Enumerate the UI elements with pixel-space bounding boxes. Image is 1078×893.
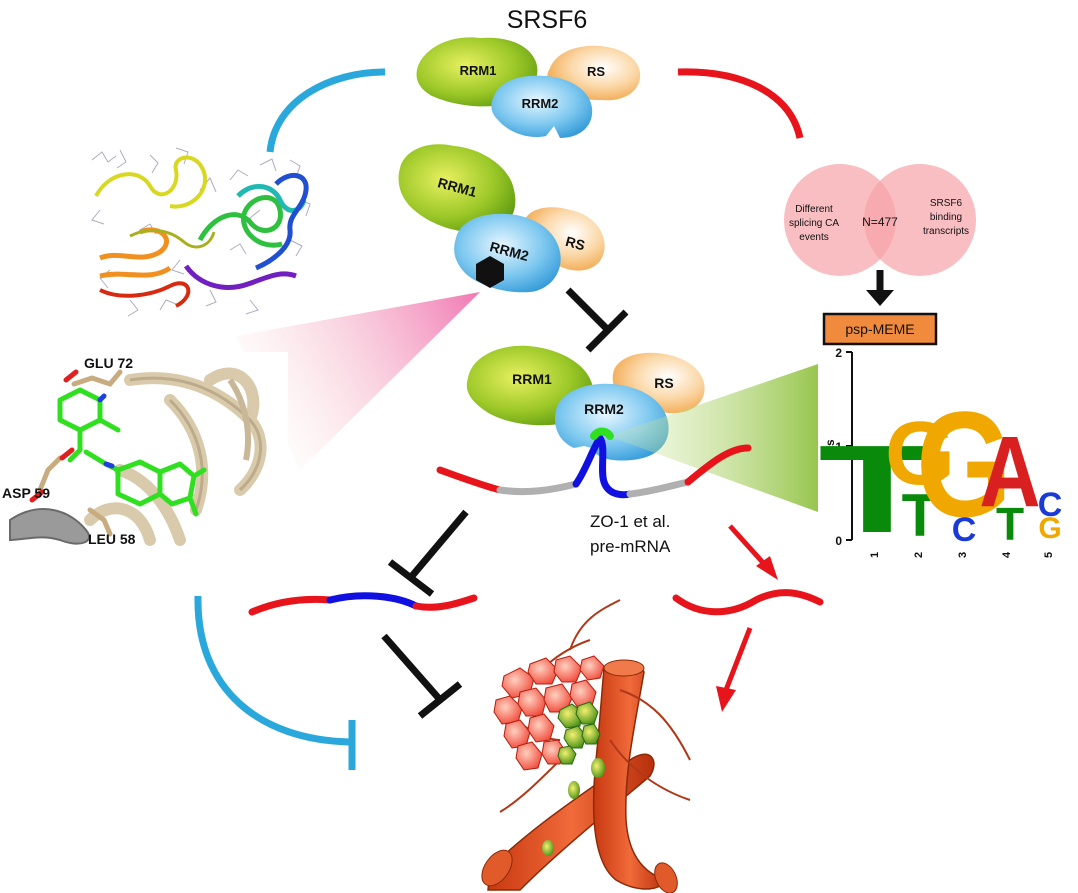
isoform-inclusion	[248, 592, 478, 616]
rs-label-bound: RS	[654, 375, 673, 391]
logo-pos-5: 5	[1043, 552, 1055, 558]
logo-ylabel: bits	[823, 439, 837, 461]
pink-zoom-wedge	[236, 292, 480, 470]
residue-label-glu72: GLU 72	[84, 355, 133, 371]
venn-left-circle	[784, 164, 896, 276]
green-cell-cluster	[557, 701, 601, 765]
psp-meme-box: psp-MEME	[822, 312, 938, 346]
rrm2-domain-top	[491, 75, 593, 138]
venn-left-line1: Different	[795, 204, 833, 215]
logo-letter-a4: A	[979, 415, 1040, 527]
green-zoom-wedge	[608, 364, 818, 512]
pre-mrna-exon-right	[684, 444, 752, 486]
logo-letter-t4: T	[996, 498, 1024, 550]
venn-left-line3: events	[799, 232, 828, 243]
blue-arc-top-left	[266, 68, 386, 153]
logo-letter-c3: C	[952, 511, 977, 549]
rrm2-label-bound: RRM2	[584, 401, 624, 417]
rrm1-label-bound: RRM1	[512, 371, 552, 387]
venn-right-line3: transcripts	[923, 226, 969, 237]
ribbon-olive	[129, 228, 216, 249]
logo-letter-c5: C	[1038, 486, 1063, 524]
ribbon-purple	[183, 264, 297, 290]
logo-letter-g2: G	[885, 404, 955, 504]
venn-right-line1: SRSF6	[930, 198, 963, 209]
red-arc-top-right	[677, 68, 804, 139]
green-cell-small-2	[568, 781, 580, 799]
logo-letter-g3: G	[916, 381, 1012, 548]
grey-ribbon	[9, 508, 90, 545]
residue-label-asp59: ASP 59	[2, 485, 50, 501]
inhibition-arrow-protein	[565, 287, 629, 353]
ribbon-blue	[254, 173, 309, 271]
inhibition-arrow-drug	[194, 595, 356, 770]
green-cell-small-3	[542, 840, 554, 856]
protein-ribbon-structure	[91, 147, 311, 317]
inhibition-arrow-tumor	[381, 633, 463, 719]
psp-meme-label: psp-MEME	[845, 321, 914, 337]
pre-mrna-strand	[436, 427, 752, 499]
inhibition-arrow-splicing	[387, 509, 469, 597]
logo-letter-t2: T	[902, 482, 939, 549]
ribbon-orange	[99, 227, 172, 279]
venn-to-meme-arrow	[866, 270, 894, 306]
sequence-logo: 2 1 0 bits T G T G C A T C G 1 2 3 4 5	[818, 346, 1062, 559]
diagram-title: SRSF6	[507, 6, 588, 34]
logo-ytick-2: 2	[835, 346, 842, 360]
logo-ytick-0: 0	[835, 534, 842, 548]
premrna-label-line1: ZO-1 et al.	[590, 512, 670, 531]
residue-label-leu58: LEU 58	[88, 531, 136, 547]
logo-pos-3: 3	[957, 552, 969, 558]
rs-label-top: RS	[587, 64, 605, 79]
pre-mrna-intron-right	[626, 478, 692, 498]
venn-diagram: Different splicing CA events N=477 SRSF6…	[784, 164, 976, 276]
activation-arrow-splicing	[728, 524, 778, 580]
venn-right-line2: binding	[930, 212, 962, 223]
venn-center-count: N=477	[862, 215, 898, 229]
venn-left-line2: splicing CA	[789, 218, 839, 229]
srsf6-protein-inhibited: RRM1 RS RRM2	[398, 144, 605, 293]
rs-label-mid: RS	[564, 233, 587, 253]
rrm1-label-top: RRM1	[460, 63, 497, 78]
pre-mrna-exon-left	[436, 466, 504, 494]
inhibitor-hexagon	[476, 256, 504, 288]
isoform-exon-skipped	[672, 589, 824, 616]
logo-letter-g5: G	[1038, 512, 1061, 545]
binding-site-closeup: GLU 72 ASP 59 LEU 58	[2, 352, 288, 547]
premrna-label-line2: pre-mRNA	[590, 537, 671, 556]
rrm1-domain-mid	[398, 144, 516, 233]
logo-pos-4: 4	[1001, 551, 1013, 558]
logo-ytick-1: 1	[835, 440, 842, 454]
ribbon-yellow	[94, 155, 208, 209]
logo-pos-1: 1	[869, 552, 881, 558]
activation-arrow-tumor	[716, 627, 753, 712]
ribbon-red	[99, 281, 191, 308]
green-cell-small-1	[591, 758, 605, 778]
pre-mrna-blue-loop	[572, 431, 634, 499]
venn-right-circle	[864, 164, 976, 276]
srsf6-protein-rna-bound: RRM1 RS RRM2	[466, 345, 705, 461]
rrm2-label-top: RRM2	[522, 96, 559, 111]
ribbon-green	[197, 195, 283, 248]
binding-spot	[590, 427, 614, 440]
logo-letter-t1: T	[818, 419, 935, 559]
tumor-vessel-illustration	[481, 599, 691, 893]
pre-mrna-intron-left	[496, 480, 580, 496]
srsf6-protein-top: RRM1 RS RRM2	[416, 37, 641, 138]
logo-pos-2: 2	[913, 552, 925, 558]
tumor-cell-cluster	[493, 655, 605, 771]
